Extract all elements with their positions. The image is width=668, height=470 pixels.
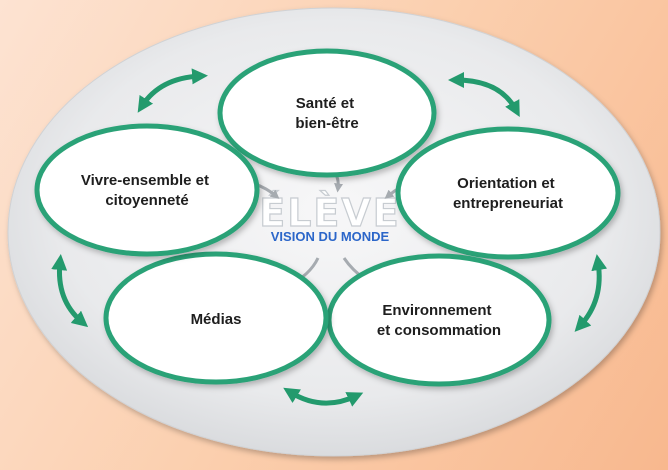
- node-orientation-line-2: entrepreneuriat: [453, 195, 563, 212]
- node-sante-ring: [217, 48, 437, 178]
- node-environnement: Environnement et consommation: [326, 253, 552, 387]
- node-orientation-line-1: Orientation et: [457, 175, 555, 192]
- node-environnement-line-1: Environnement: [382, 302, 491, 319]
- node-environnement-ring: [326, 253, 552, 387]
- arrow-orientation-environnement: [574, 254, 608, 332]
- node-medias-ring: [103, 251, 329, 385]
- node-vivre: Vivre-ensemble et citoyenneté: [34, 123, 260, 257]
- node-orientation-label: Orientation et entrepreneuriat: [453, 175, 563, 212]
- node-sante-label: Santé et bien-être: [295, 95, 358, 132]
- arrow-vivre-sante: [137, 68, 208, 113]
- node-sante-line-2: bien-être: [295, 115, 358, 132]
- node-environnement-label: Environnement et consommation: [377, 302, 501, 339]
- arrow-environnement-medias: [283, 387, 364, 407]
- node-orientation-ring: [395, 126, 621, 260]
- node-medias: Médias: [103, 251, 329, 385]
- node-sante: Santé et bien-être: [217, 48, 437, 178]
- node-sante-line-1: Santé et: [296, 95, 354, 112]
- node-vivre-ring: [34, 123, 260, 257]
- center-subtitle: VISION DU MONDE: [271, 229, 390, 244]
- outer-arrows: [51, 68, 608, 407]
- center-word: ÉLÈVE: [259, 191, 401, 235]
- node-medias-label: Médias: [191, 311, 242, 328]
- node-medias-line-1: Médias: [191, 311, 242, 328]
- node-orientation: Orientation et entrepreneuriat: [395, 126, 621, 260]
- arrow-sante-orientation: [448, 72, 520, 118]
- node-environnement-line-2: et consommation: [377, 322, 501, 339]
- node-vivre-line-1: Vivre-ensemble et: [81, 172, 209, 189]
- arrow-medias-vivre: [51, 254, 89, 328]
- node-vivre-line-2: citoyenneté: [105, 192, 188, 209]
- node-vivre-label: Vivre-ensemble et citoyenneté: [81, 172, 213, 209]
